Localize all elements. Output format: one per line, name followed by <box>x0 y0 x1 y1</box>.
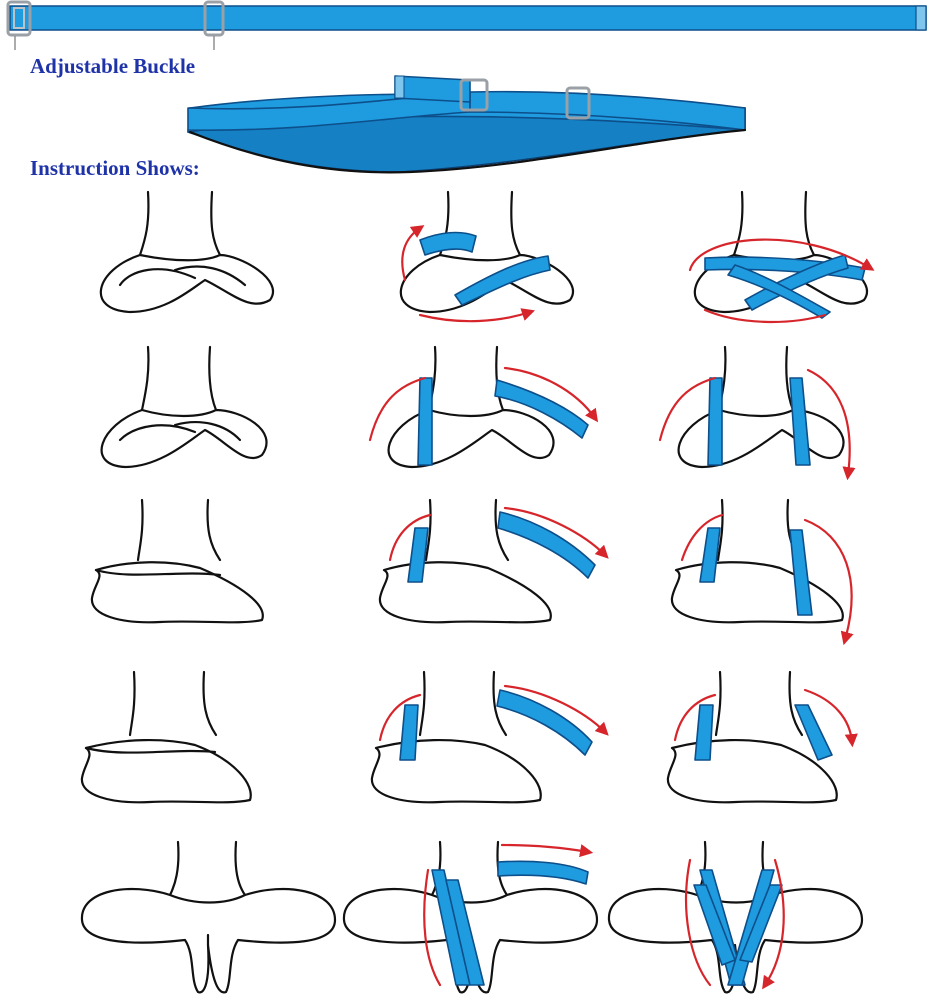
row1-step3-illustration <box>688 190 875 324</box>
row2-step1-illustration <box>100 345 268 469</box>
instruction-shows-label: Instruction Shows: <box>30 156 200 180</box>
row3-step2-illustration <box>378 498 609 624</box>
row2-step2-illustration <box>368 345 599 469</box>
row4-step3-illustration <box>666 670 858 804</box>
row5-step2-illustration <box>342 840 599 994</box>
row2-step3-illustration <box>658 345 856 481</box>
row3-step3-illustration <box>670 498 854 646</box>
adjustable-buckle-icon <box>203 0 225 37</box>
looped-strap-illustration <box>187 75 747 174</box>
row1-step2-illustration <box>399 190 574 323</box>
row4-step1-illustration <box>80 670 252 804</box>
row4-step2-illustration <box>370 670 609 804</box>
row5-step3-illustration <box>607 840 864 994</box>
flat-strap-illustration <box>6 0 927 50</box>
end-buckle-icon <box>6 0 32 37</box>
row1-step1-illustration <box>99 190 274 314</box>
adjustable-buckle-label: Adjustable Buckle <box>30 54 196 78</box>
row5-step1-illustration <box>80 840 337 994</box>
row3-step1-illustration <box>90 498 264 624</box>
